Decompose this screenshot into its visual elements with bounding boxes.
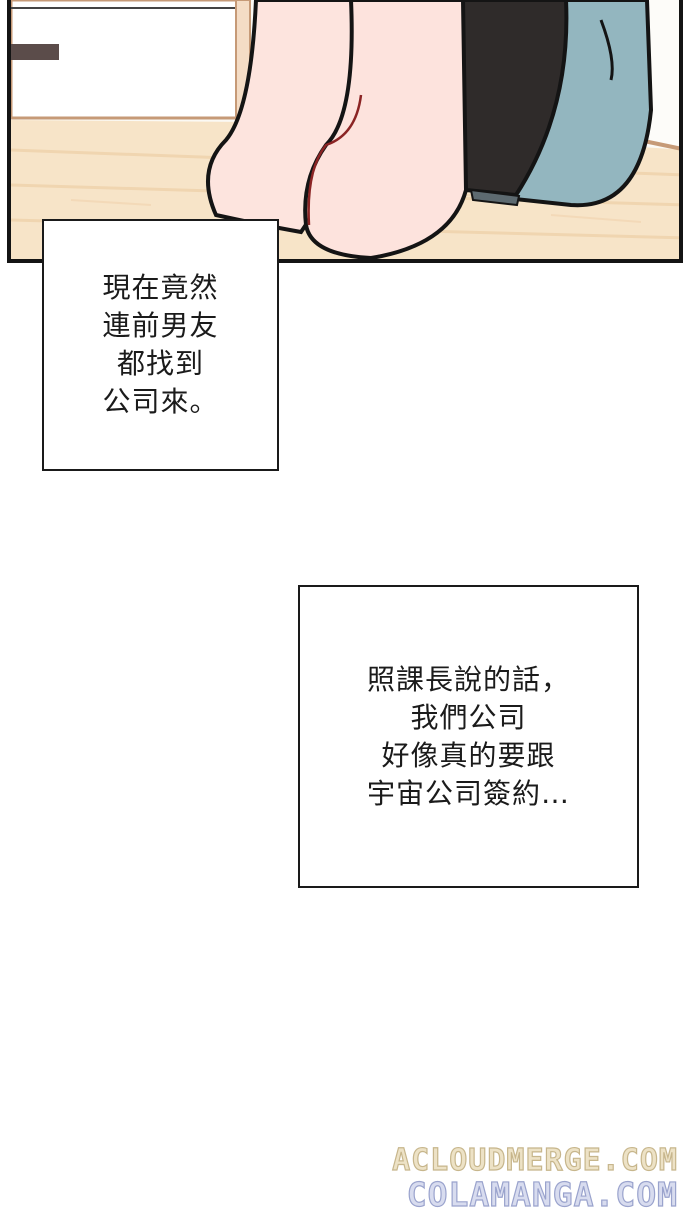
watermark-colamanga: COLAMANGA.COM: [406, 1174, 678, 1214]
caption-2-line: 照課長說的話，: [366, 662, 570, 696]
caption-2-text: 照課長說的話， 我們公司 好像真的要跟 宇宙公司簽約…: [367, 661, 570, 813]
caption-1-line: 現在竟然: [102, 271, 219, 304]
caption-2-line: 我們公司: [410, 700, 527, 734]
caption-2-line: 好像真的要跟: [381, 738, 556, 772]
caption-box-2: 照課長說的話， 我們公司 好像真的要跟 宇宙公司簽約…: [298, 585, 639, 888]
caption-2-line: 宇宙公司簽約…: [366, 776, 570, 810]
caption-1-text: 現在竟然 連前男友 都找到 公司來。: [102, 269, 218, 421]
caption-box-1: 現在竟然 連前男友 都找到 公司來。: [42, 219, 279, 471]
comic-panel: [7, 0, 683, 263]
caption-1-line: 連前男友: [102, 309, 219, 342]
caption-1-line: 都找到: [116, 347, 204, 380]
caption-1-line: 公司來。: [102, 385, 219, 418]
watermark-acloudmerge: ACLOUDMERGE.COM: [391, 1142, 678, 1178]
panel-illustration: [11, 0, 679, 259]
